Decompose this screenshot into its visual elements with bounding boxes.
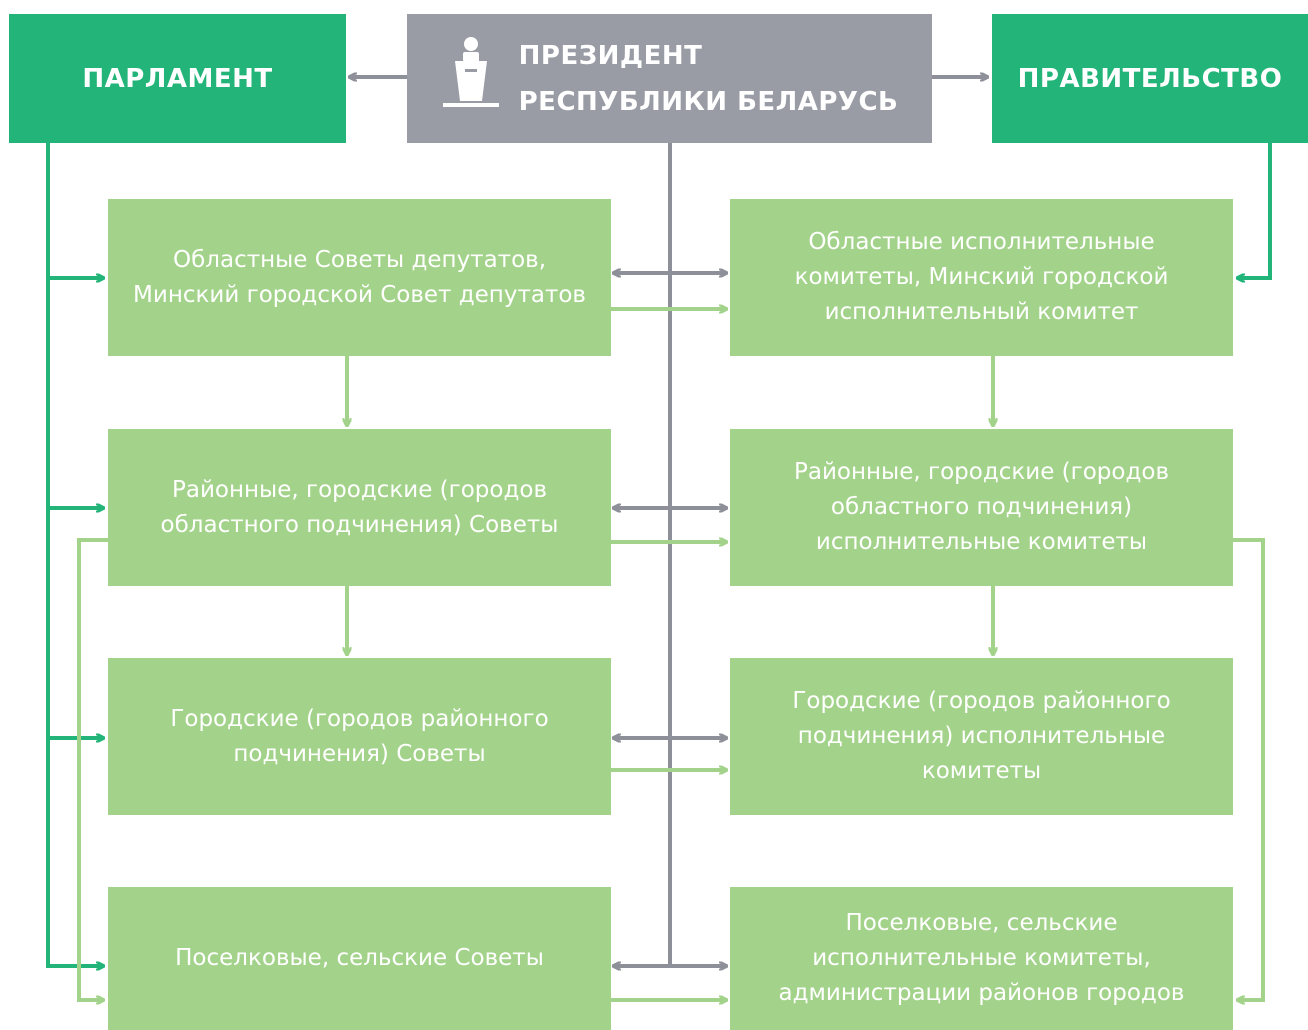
podium-speaker-icon [441, 35, 501, 122]
president-links [614, 143, 726, 968]
arrow-district-councils-to-village-councils [77, 538, 108, 1000]
council-box-city: Городские (городов районного подчинения)… [108, 658, 611, 815]
council-box-district: Районные, городские (городов областного … [108, 429, 611, 586]
president-title-line1: ПРЕЗИДЕНТ [518, 40, 703, 71]
government-label: ПРАВИТЕЛЬСТВО [1017, 63, 1283, 94]
committee-label: Городские (городов районного подчинения)… [792, 688, 1171, 784]
committee-box-district: Районные, городские (городов областного … [730, 429, 1233, 586]
council-box-village: Поселковые, сельские Советы [108, 887, 611, 1030]
government-box: ПРАВИТЕЛЬСТВО [992, 14, 1308, 143]
council-label: Областные Советы депутатов, Минский горо… [133, 246, 586, 308]
arrow-district-committees-to-village-committees [1233, 538, 1265, 1000]
council-label: Поселковые, сельские Советы [175, 945, 544, 971]
committee-label: Областные исполнительные комитеты, Минск… [794, 229, 1169, 325]
parliament-box: ПАРЛАМЕНТ [9, 14, 346, 143]
president-box: ПРЕЗИДЕНТ РЕСПУБЛИКИ БЕЛАРУСЬ [407, 14, 932, 143]
council-box-oblast: Областные Советы депутатов, Минский горо… [108, 199, 611, 356]
committee-label: Поселковые, сельские исполнительные коми… [778, 910, 1185, 1006]
council-to-committee-links [611, 309, 726, 1000]
hierarchy-links [347, 356, 993, 654]
council-label: Городские (городов районного подчинения)… [170, 705, 549, 767]
president-title-line2: РЕСПУБЛИКИ БЕЛАРУСЬ [518, 86, 899, 117]
committee-box-oblast: Областные исполнительные комитеты, Минск… [730, 199, 1233, 356]
parliament-links [46, 143, 103, 968]
committee-label: Районные, городские (городов областного … [794, 459, 1169, 555]
committee-box-city: Городские (городов районного подчинения)… [730, 658, 1233, 815]
arrow-government-to-committees [1238, 143, 1272, 278]
council-label: Районные, городские (городов областного … [160, 476, 559, 538]
parliament-label: ПАРЛАМЕНТ [82, 63, 273, 94]
committee-box-village: Поселковые, сельские исполнительные коми… [730, 887, 1233, 1030]
